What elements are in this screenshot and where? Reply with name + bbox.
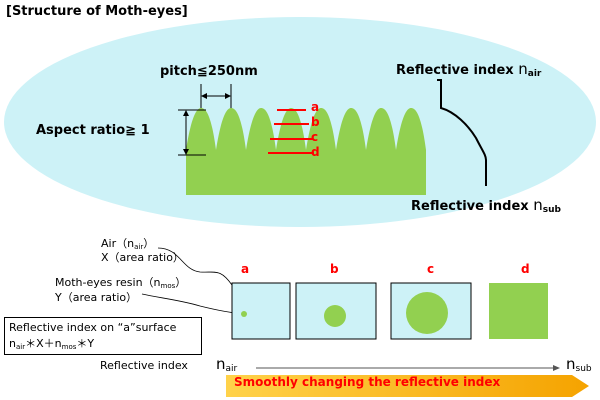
resin-legend-line2: Y（area ratio） (55, 291, 138, 304)
moth-eye-structure (186, 108, 426, 195)
reflective-index-air-sub: air (527, 69, 542, 79)
layer-letter-b: b (311, 115, 320, 129)
reflective-index-sub-label: Reflective index nsub (411, 196, 561, 215)
air-legend-text: Air（n (101, 237, 135, 250)
axis-label: Reflective index (100, 359, 188, 372)
formula-box: Reflective index on “a”surface nair＊X＋nm… (4, 317, 202, 355)
reflective-index-sub-sym: n (533, 196, 543, 214)
axis-end-sub: sub (575, 364, 592, 374)
formula-n1: n (9, 337, 16, 350)
formula-sub1: air (15, 343, 26, 351)
panel-label-c: c (427, 262, 435, 276)
formula-title: Reflective index on “a”surface (9, 321, 177, 334)
axis-start-sym: n (216, 355, 226, 373)
reflective-index-sub-text: Reflective index (411, 199, 529, 214)
panel-a (231, 282, 291, 340)
panel-d (489, 283, 548, 339)
panel-label-d: d (521, 262, 530, 276)
pitch-arrowhead-right (225, 93, 231, 99)
air-legend-line2: X（area ratio） (101, 251, 184, 264)
panel-label-b: b (330, 262, 339, 276)
height-arrowhead-top (183, 110, 189, 116)
pitch-arrowhead-left (201, 93, 207, 99)
reflective-index-air-text: Reflective index (396, 63, 514, 78)
index-axis-arrowhead (553, 365, 560, 371)
air-connector (157, 247, 233, 286)
resin-legend-line1: Moth-eyes resin（nmos） (55, 274, 186, 290)
air-legend-sub: air (134, 243, 144, 251)
height-arrowhead-bottom (183, 149, 189, 155)
panel-c-circle (406, 292, 448, 334)
layer-letter-a: a (311, 100, 320, 114)
resin-connector (141, 293, 245, 315)
panel-b-circle (324, 305, 346, 327)
axis-end: nsub (566, 355, 592, 374)
resin-legend-sub: mos (160, 282, 176, 290)
panel-a-dot (241, 311, 247, 317)
resin-legend-text: Moth-eyes resin（n (55, 276, 161, 289)
reflective-index-sub-sub: sub (542, 205, 561, 215)
air-legend-close: ） (143, 237, 155, 250)
formula-expression: nair＊X＋nmos＊Y (9, 336, 197, 355)
layer-letter-c: c (311, 130, 319, 144)
banner-arrow (226, 375, 589, 397)
banner-text: Smoothly changing the reflective index (234, 375, 501, 389)
axis-start: nair (216, 355, 237, 374)
axis-end-sym: n (566, 355, 576, 373)
formula-end: ＊Y (76, 337, 95, 350)
reflective-index-air-sym: n (518, 60, 528, 78)
aspect-ratio-label: Aspect ratio≧ 1 (36, 123, 150, 138)
resin-legend-close: ） (175, 276, 187, 289)
page-title: [Structure of Moth-eyes] (6, 4, 188, 19)
formula-mid: ＊X＋n (25, 337, 62, 350)
layer-letter-d: d (311, 145, 320, 159)
index-profile-curve (437, 79, 487, 186)
panel-label-a: a (241, 262, 250, 276)
axis-start-sub: air (225, 364, 238, 374)
formula-sub2: mos (61, 343, 77, 351)
air-legend-line1: Air（nair） (101, 235, 154, 251)
reflective-index-air-label: Reflective index nair (396, 60, 541, 79)
pitch-label: pitch≦250nm (160, 64, 258, 79)
